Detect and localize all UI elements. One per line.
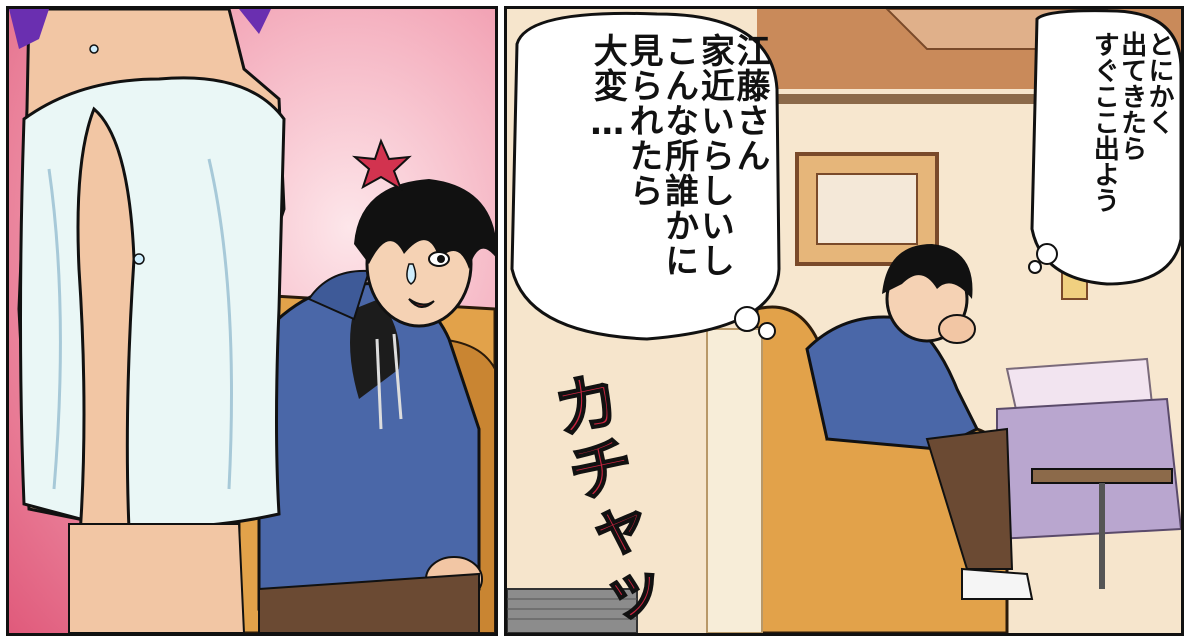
right-panel-art [507,9,1181,633]
bubble-left-line-3: こんな所誰かに [658,33,699,278]
bubble-left-line-1: 江藤さん [730,33,770,173]
right-panel: 江藤さん 家近いらしいし こんな所誰かに 見られたら 大変… とにかく 出てきた… [504,6,1184,636]
speech-bubble-right-text: とにかく 出てきたら すぐここ出よう [1052,31,1174,271]
left-panel [6,6,498,636]
speech-bubble-left-text: 江藤さん 家近いらしいし こんな所誰かに 見られたら 大変… [527,33,770,323]
bubble-right-line-2: 出てきたら [1116,31,1147,161]
bubble-left-line-4: 見られたら [622,33,663,208]
bubble-left-line-2: 家近いらしいし [694,33,735,278]
bubble-right-line-3: すぐここ出よう [1089,31,1120,213]
left-panel-art [9,9,495,633]
bubble-right-line-1: とにかく [1144,31,1174,135]
bubble-left-line-5: 大変… [587,33,628,144]
